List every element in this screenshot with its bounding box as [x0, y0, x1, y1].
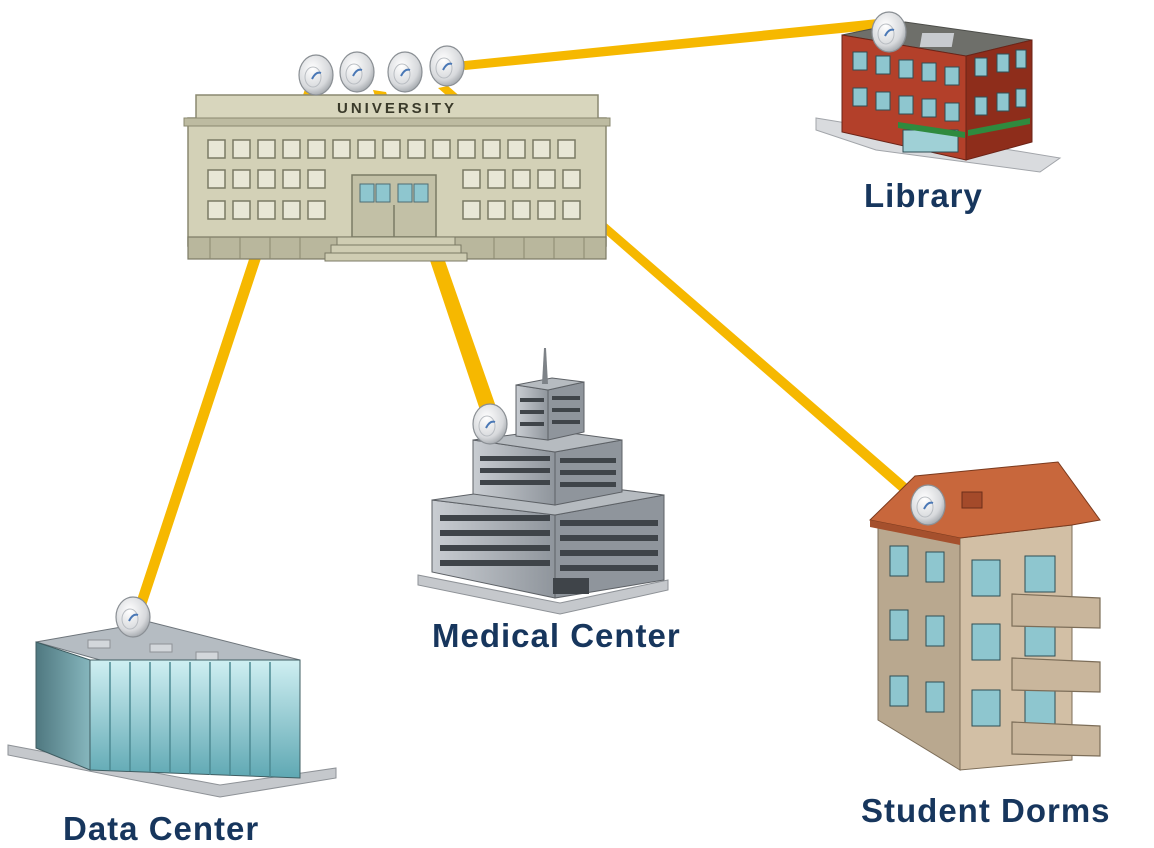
antenna-dish-icon — [429, 45, 465, 87]
label-library: Library — [864, 177, 983, 214]
label-medical-center: Medical Center — [432, 617, 681, 654]
antenna-dish-icon — [387, 51, 423, 93]
antenna-dish-icon — [910, 484, 946, 526]
university-windows — [207, 139, 581, 220]
antenna-dish-icon — [871, 11, 907, 53]
label-data-center: Data Center — [63, 810, 260, 847]
university-antenna-group — [298, 45, 465, 96]
library-building — [815, 11, 1062, 173]
label-student-dorms: Student Dorms — [861, 792, 1111, 829]
antenna-dish-icon — [298, 54, 334, 96]
antenna-dish-icon — [115, 596, 151, 638]
antenna-dish-icon — [339, 51, 375, 93]
data-center-building — [7, 596, 337, 798]
antenna-dish-icon — [472, 403, 508, 445]
university-sign: UNIVERSITY — [337, 100, 457, 117]
university-building: UNIVERSITY — [183, 94, 611, 262]
link-library — [455, 18, 892, 70]
medical-center-building — [417, 348, 669, 615]
student-dorms-building — [868, 461, 1101, 771]
